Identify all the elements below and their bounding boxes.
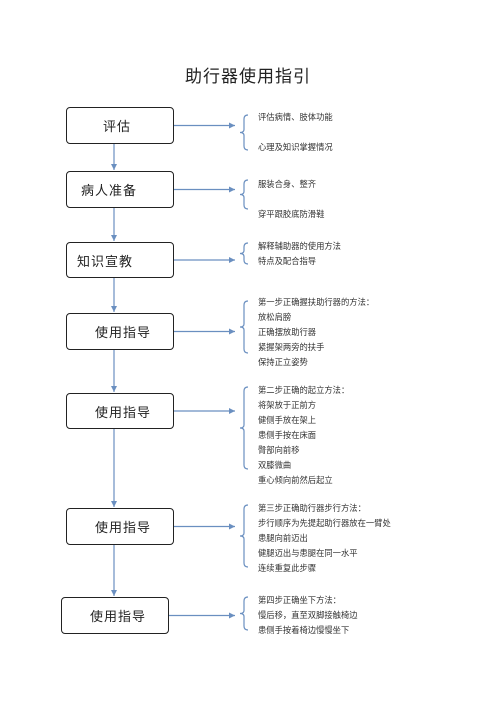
step-label: 使用指导	[90, 610, 147, 625]
note-line: 紧握架两旁的扶手	[258, 342, 325, 352]
note-line: 第一步正确握扶助行器的方法：	[258, 297, 375, 307]
note-brace	[239, 179, 249, 210]
note-line: 放松肩膀	[258, 312, 292, 322]
step-box: 使用指导	[66, 313, 174, 350]
step-notes: 服装合身、整齐 穿平跟胶底防滑鞋	[258, 177, 324, 222]
note-line: 步行顺序为先提起助行器放在一臂处	[258, 518, 391, 528]
page-title: 助行器使用指引	[185, 67, 311, 87]
step-notes: 第二步正确的起立方法： 将架放于正前方健侧手放在架上患侧手按在床面臀部向前移双膝微…	[258, 383, 349, 488]
step-notes: 第四步正确坐下方法： 慢后移，直至双脚接触椅边患侧手按着椅边慢慢坐下	[258, 593, 358, 638]
step-label: 使用指导	[95, 326, 152, 341]
step-label: 使用指导	[95, 521, 152, 536]
step-label: 病人准备	[81, 184, 138, 199]
note-brace	[239, 504, 249, 568]
note-brace	[239, 114, 249, 151]
note-line: 患侧手按在床面	[258, 430, 317, 440]
step-box: 知识宣教	[66, 242, 174, 278]
note-line: 将架放于正前方	[258, 400, 317, 410]
note-line: 服装合身、整齐	[258, 179, 317, 189]
step-label: 评估	[103, 120, 132, 135]
note-brace	[239, 242, 249, 265]
note-line: 保持正立姿势	[258, 357, 308, 367]
step-notes: 评估病情、肢体功能 心理及知识掌握情况	[258, 110, 333, 155]
step-box: 使用指导	[61, 597, 169, 634]
note-line: 评估病情、肢体功能	[258, 112, 333, 122]
step-box: 病人准备	[66, 171, 174, 208]
note-line: 臀部向前移	[258, 445, 300, 455]
step-box: 使用指导	[66, 508, 174, 545]
note-line: 慢后移，直至双脚接触椅边	[258, 610, 358, 620]
step-box: 使用指导	[66, 393, 174, 429]
note-line: 第四步正确坐下方法：	[258, 595, 341, 605]
note-brace	[239, 300, 249, 354]
note-line: 患腿向前迈出	[258, 533, 308, 543]
step-label: 知识宣教	[77, 254, 134, 270]
note-brace	[239, 596, 249, 631]
step-notes: 第三步正确助行器步行方法： 步行顺序为先提起助行器放在一臂处患腿向前迈出健腿迈出与…	[258, 501, 391, 576]
note-line: 解释辅助器的使用方法	[258, 241, 341, 251]
step-box: 评估	[66, 107, 174, 144]
step-label: 使用指导	[95, 405, 152, 421]
note-line: 连续重复此步骤	[258, 563, 317, 573]
note-line: 第二步正确的起立方法：	[258, 385, 350, 395]
note-line: 重心倾向前然后起立	[258, 475, 333, 485]
note-line: 正确摆放助行器	[258, 327, 317, 337]
note-line: 双膝微曲	[258, 460, 292, 470]
note-line: 第三步正确助行器步行方法：	[258, 503, 366, 513]
note-line: 健腿迈出与患腿在同一水平	[258, 548, 358, 558]
note-line: 心理及知识掌握情况	[258, 142, 333, 152]
note-line: 特点及配合指导	[258, 256, 317, 266]
note-line: 穿平跟胶底防滑鞋	[258, 209, 325, 219]
note-line: 健侧手放在架上	[258, 415, 317, 425]
note-line	[258, 125, 333, 140]
note-line	[258, 192, 324, 207]
step-notes: 解释辅助器的使用方法特点及配合指导	[258, 239, 341, 269]
note-line: 患侧手按着椅边慢慢坐下	[258, 625, 350, 635]
note-brace	[239, 386, 249, 470]
step-notes: 第一步正确握扶助行器的方法： 放松肩膀正确摆放助行器紧握架两旁的扶手保持正立姿势	[258, 295, 374, 370]
